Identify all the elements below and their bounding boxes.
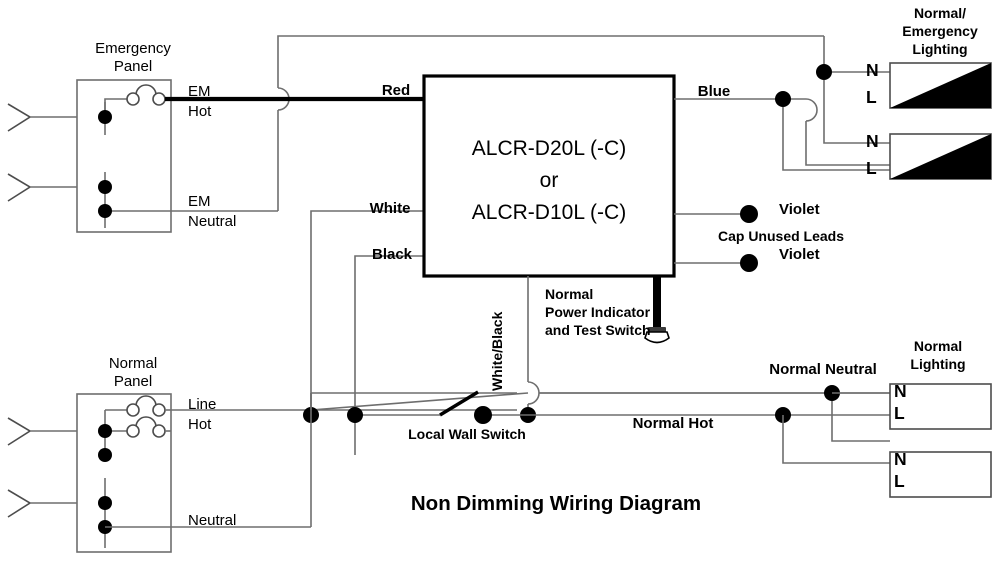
normal-neutral-conductor	[310, 385, 890, 527]
normal-neutral-terminal-label: Neutral	[188, 512, 237, 529]
emergency-panel-subtitle: Panel	[113, 58, 153, 75]
local-wall-switch[interactable]	[347, 390, 528, 424]
diagram-title: Non Dimming Wiring Diagram	[410, 492, 702, 515]
device-model-line-2: ALCR-D10L (-C)	[471, 201, 627, 224]
normal-emergency-lighting-title-2: Emergency	[902, 23, 978, 39]
normal-emergency-lighting-title-3: Lighting	[912, 41, 968, 57]
indicator-label-line2: Power Indicator	[545, 304, 651, 320]
blue-wire	[674, 91, 890, 166]
normal-lighting-title-1: Normal	[913, 338, 963, 354]
em-fixture-2-n-label: N	[866, 131, 879, 151]
normal-hot-conductor	[528, 407, 900, 464]
em-hot-terminal-label-2: Hot	[188, 103, 212, 120]
em-fixture-1-l-label: L	[866, 87, 877, 107]
black-wire	[354, 255, 424, 455]
normal-emergency-lighting-title-1: Normal/	[913, 5, 967, 21]
cap-unused-leads-label: Cap Unused Leads	[717, 228, 845, 244]
line-conductor-upper	[310, 392, 900, 410]
white-black-wire-label: White/Black	[489, 311, 505, 391]
device-model-line-1: ALCR-D20L (-C)	[471, 137, 627, 160]
indicator-label-line3: and Test Switch	[545, 322, 651, 338]
white-black-wire	[520, 276, 540, 423]
normal-lighting-title-2: Lighting	[910, 356, 966, 372]
normal-emergency-fixture-1	[889, 62, 992, 109]
normal-fixture-2-l-label: L	[894, 471, 905, 491]
violet-label-top: Violet	[779, 201, 820, 218]
normal-hot-label: Normal Hot	[632, 415, 714, 432]
normal-fixture-1	[889, 383, 992, 430]
normal-fixture-2-n-label: N	[894, 449, 907, 469]
normal-emergency-fixture-2	[889, 133, 992, 180]
device-model-connector: or	[539, 169, 559, 192]
violet-leads	[674, 205, 758, 272]
em-neutral-terminal-label-1: EM	[188, 193, 211, 210]
normal-panel-title: Normal	[108, 355, 158, 372]
indicator-label-line1: Normal	[545, 286, 594, 302]
violet-label-bottom: Violet	[779, 246, 820, 263]
emergency-panel-box	[76, 79, 278, 233]
normal-neutral-label: Normal Neutral	[769, 361, 877, 378]
normal-fixture-1-l-label: L	[894, 403, 905, 423]
normal-panel-subtitle: Panel	[113, 373, 153, 390]
em-hot-terminal-label-1: EM	[188, 83, 211, 100]
em-neutral-to-fixtures	[816, 64, 890, 144]
normal-fixture-1-n-label: N	[894, 381, 907, 401]
power-indicator-test-switch[interactable]	[644, 276, 670, 344]
em-fixture-2-l-label: L	[866, 158, 877, 178]
normal-line-terminal-label: Line	[188, 396, 217, 413]
blue-wire-label: Blue	[697, 83, 731, 100]
normal-fixture-2	[889, 451, 992, 498]
blue-branch-lower	[782, 107, 890, 171]
white-wire	[310, 210, 424, 415]
black-wire-label: Black	[371, 246, 413, 263]
em-fixture-1-n-label: N	[866, 60, 879, 80]
em-neutral-terminal-label-2: Neutral	[188, 213, 237, 230]
red-wire-label: Red	[381, 82, 411, 99]
emergency-panel-title: Emergency	[95, 40, 171, 57]
normal-panel-box	[76, 393, 311, 553]
device-alcr-box	[422, 74, 676, 278]
local-wall-switch-label: Local Wall Switch	[408, 426, 526, 442]
white-wire-label: White	[369, 200, 411, 217]
normal-hot-terminal-label: Hot	[188, 416, 212, 433]
